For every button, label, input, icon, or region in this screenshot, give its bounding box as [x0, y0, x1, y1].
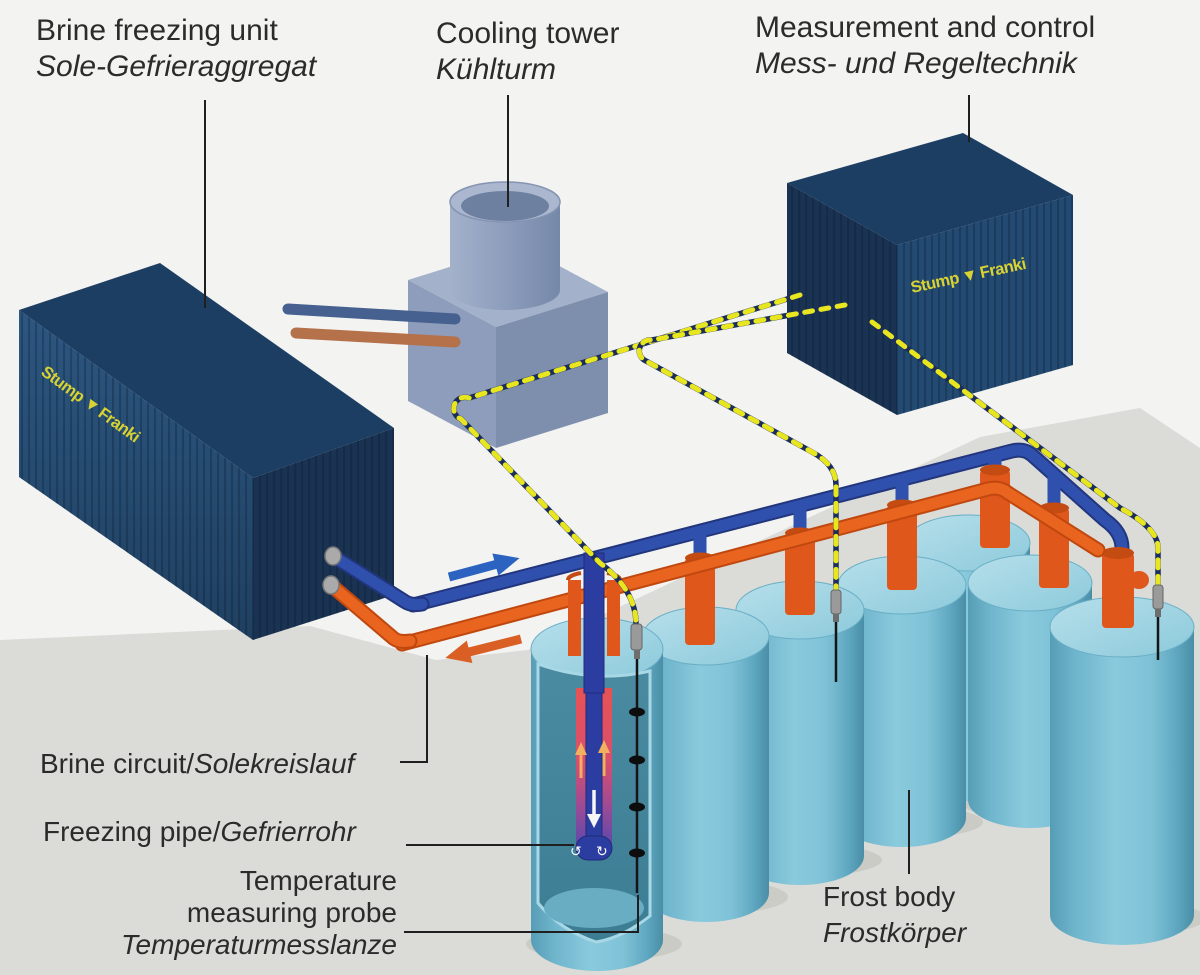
brine-circuit-connections — [322, 546, 430, 649]
temperature-probes — [629, 584, 1164, 893]
frost-cylinder-1-cutaway: ↺ ↻ — [530, 617, 664, 971]
label-frost-body-en: Frost body — [823, 881, 955, 912]
brine-down-arrow — [587, 790, 601, 828]
riser-1-cutaway — [566, 552, 622, 694]
temperature-probe-1 — [629, 623, 645, 893]
pipe-flange-blue — [324, 546, 342, 566]
label-frost-body-de: Frostkörper — [823, 917, 968, 948]
temperature-probe-3 — [1152, 584, 1164, 660]
supply-flow-arrow — [447, 553, 520, 582]
cable-probe-2 — [636, 302, 848, 593]
leader-temp-probe — [404, 895, 639, 933]
circulation-icon-left: ↺ — [570, 843, 582, 859]
riser-7 — [1102, 547, 1149, 628]
leader-lines — [204, 95, 970, 933]
riser-valve-nub — [1129, 571, 1149, 589]
cutaway-floor — [544, 888, 644, 928]
label-brine-circuit: Brine circuit/Solekreislauf — [40, 748, 358, 779]
brine-up-arrow-right — [598, 740, 610, 776]
label-temp-probe-line1: Temperature — [240, 865, 397, 896]
pipe-flange-orange — [322, 575, 340, 595]
return-flow-arrow — [445, 634, 523, 663]
cooling-circuit-pipes — [282, 303, 461, 348]
diagram-labels: Brine freezing unit Sole-Gefrieraggregat… — [36, 11, 1095, 960]
cooling-pipe-copper — [290, 327, 461, 348]
brine-freezing-unit-container: Stump▼Franki — [19, 263, 394, 640]
frost-cylinder-4 — [837, 555, 967, 847]
return-manifold-orange — [394, 480, 1106, 652]
temperature-probe-2 — [830, 589, 842, 682]
label-cooling-de: Kühlturm — [436, 53, 556, 86]
label-brine-unit-de: Sole-Gefrieraggregat — [36, 50, 318, 83]
freezing-pipe: ↺ ↻ — [570, 685, 613, 861]
cooling-pipe-blue — [282, 303, 461, 325]
measurement-cables — [451, 292, 1161, 627]
label-brine-unit-en: Brine freezing unit — [36, 14, 278, 47]
cable-probe-3 — [869, 319, 1161, 588]
circulation-icon-right: ↻ — [596, 843, 608, 859]
label-temp-probe-line2: measuring probe — [187, 897, 397, 928]
cooling-tower-stack — [449, 181, 561, 310]
label-measurement-en: Measurement and control — [755, 11, 1095, 44]
label-measurement-de: Mess- und Regeltechnik — [755, 47, 1079, 80]
leader-brine-circuit — [400, 655, 428, 763]
brine-up-arrow-left — [575, 742, 587, 778]
measurement-control-container: Stump▼Franki — [787, 133, 1073, 415]
riser-5 — [980, 464, 1010, 548]
frost-cylinder-7 — [1049, 596, 1195, 945]
label-temp-probe-de: Temperaturmesslanze — [121, 929, 397, 960]
label-freezing-pipe: Freezing pipe/Gefrierrohr — [43, 816, 357, 847]
frost-body-cylinders: ↺ ↻ — [530, 514, 1195, 971]
label-cooling-en: Cooling tower — [436, 17, 619, 50]
cable-probe-1 — [451, 292, 803, 627]
